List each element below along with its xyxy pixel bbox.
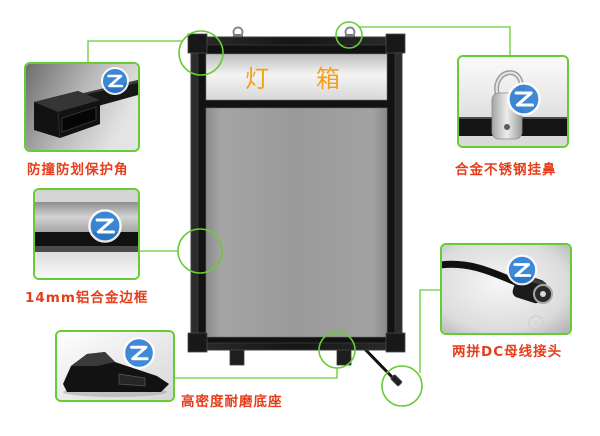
callout-label-dc-connector: 两拼DC母线接头 [452,344,563,360]
base-piece [63,352,169,392]
hanging-nose-photo [457,55,569,148]
leader-protective-corner [87,40,183,63]
ring-dc-connector [381,365,423,407]
callout-rings [177,21,423,407]
base-photo [55,330,175,402]
leader-base [175,368,338,379]
brand-z-logo-icon [506,254,538,286]
callout-label-protective-corner: 防撞防划保护角 [27,162,129,178]
ring-aluminum-frame [177,228,223,274]
sign-char-right: 箱 [316,65,340,93]
frame-profile-section [35,190,138,278]
aluminum-frame-photo [33,188,140,280]
sign-header [205,53,388,101]
callout-leaders [87,26,511,379]
ring-base [318,331,356,369]
callout-label-hanging-nose: 合金不锈钢挂鼻 [455,162,557,178]
corner-guard-bottom-left [187,332,208,353]
corner-guard-piece [34,91,100,139]
callout-label-aluminum-frame: 14mm铝合金边框 [25,290,149,306]
brand-z-logo-icon [88,209,122,243]
leader-dc-connector [419,289,440,373]
plug-reflection [528,315,544,331]
brand-z-logo-icon [101,67,129,95]
protective-corners [187,33,406,353]
cable-plug [390,374,403,387]
brand-z-logo-icon [122,336,156,370]
brand-z-logo-icon [507,82,541,116]
leader-hanging-nose [359,26,511,55]
corner-guard-top-right [385,33,406,54]
light-box: 灯 箱 [187,26,406,387]
corner-guard-bottom-right [385,332,406,353]
ring-hanging-nose [335,21,363,49]
protective-corner-photo [24,62,140,152]
corner-guard-top-left [187,33,208,54]
ring-protective-corner [178,30,224,76]
light-panel [205,107,388,338]
sign-char-left: 灯 [245,65,269,93]
callout-label-base: 高密度耐磨底座 [181,394,283,410]
dc-connector-photo [440,243,572,335]
